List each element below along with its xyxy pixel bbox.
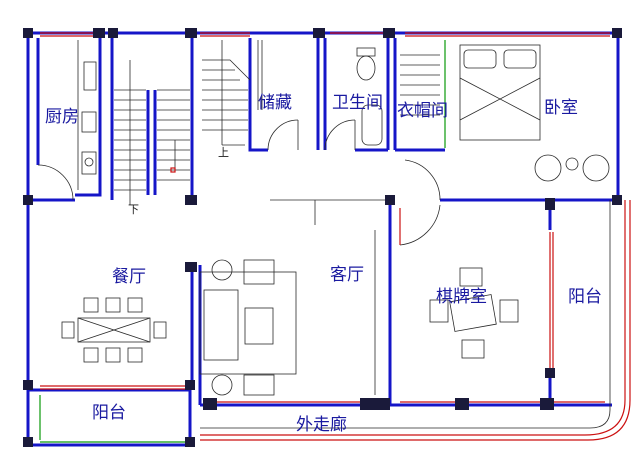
stair-down-label: 下 xyxy=(128,203,139,216)
label-closet: 衣帽间 xyxy=(397,101,448,121)
doors xyxy=(37,119,441,395)
corridor-railing xyxy=(200,200,631,441)
stair-up-label: 上 xyxy=(218,146,229,159)
label-dining: 餐厅 xyxy=(112,267,146,287)
label-bathroom: 卫生间 xyxy=(332,93,383,113)
label-corridor: 外走廊 xyxy=(296,415,347,435)
bathtub-icon xyxy=(361,104,383,146)
label-kitchen: 厨房 xyxy=(45,107,79,127)
glass-lines xyxy=(39,40,446,443)
upper-stair xyxy=(202,40,251,146)
label-bedroom: 卧室 xyxy=(544,98,578,118)
armchair-icons xyxy=(534,154,610,182)
windows xyxy=(40,32,610,403)
interior-walls xyxy=(28,38,618,405)
stairs: 上 下 xyxy=(114,40,251,216)
closet-hangers xyxy=(400,54,440,116)
kitchen-counter xyxy=(77,40,97,190)
toilet-icon xyxy=(356,47,376,81)
room-labels: 厨房 储藏 卫生间 衣帽间 卧室 餐厅 客厅 棋牌室 阳台 阳台 外走廊 xyxy=(45,93,602,435)
chess-table-icon xyxy=(429,267,519,359)
outer-walls xyxy=(26,31,620,447)
shelf-lines xyxy=(257,40,263,110)
columns xyxy=(23,28,622,447)
label-living: 客厅 xyxy=(330,265,364,285)
sofa-set-icon xyxy=(199,259,297,396)
label-chess-room: 棋牌室 xyxy=(436,287,487,307)
label-balcony-right: 阳台 xyxy=(568,287,602,307)
dining-table-icon xyxy=(61,297,167,363)
label-storage: 储藏 xyxy=(258,93,292,113)
bed-icon xyxy=(459,44,541,141)
label-balcony-bottom: 阳台 xyxy=(92,403,126,423)
stair-treads-right xyxy=(157,89,190,181)
